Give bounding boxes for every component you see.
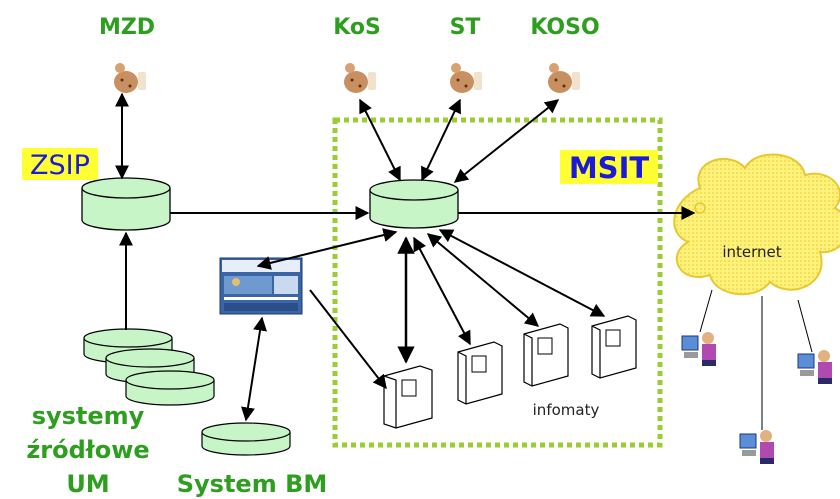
internet-label: internet bbox=[722, 243, 781, 261]
arrow-msit-kiosk2 bbox=[413, 236, 471, 346]
arrow-msit-kiosk4 bbox=[438, 229, 606, 317]
internet-cloud-icon bbox=[673, 153, 840, 296]
kos-label: KoS bbox=[333, 15, 381, 40]
mzd-label: MZD bbox=[99, 15, 155, 40]
systemy-label-line3: UM bbox=[66, 470, 109, 498]
kiosk-4-icon bbox=[591, 315, 637, 379]
koso-label: KOSO bbox=[530, 15, 599, 40]
arrow-portal-systembm bbox=[241, 316, 267, 422]
arrow-koso-msit bbox=[453, 99, 560, 183]
systemy-label-line2: źródłowe bbox=[26, 436, 149, 464]
link-cloud-user1 bbox=[699, 289, 713, 333]
arrow-msit-kiosk3 bbox=[426, 233, 540, 327]
system-bm-label: System BM bbox=[177, 470, 328, 498]
user-mzd-icon bbox=[114, 63, 146, 93]
zsip-label: ZSIP bbox=[30, 150, 90, 181]
link-cloud-user2 bbox=[797, 299, 813, 353]
kiosk-1-icon bbox=[383, 365, 433, 429]
arrow-st-msit bbox=[421, 98, 461, 182]
kiosk-3-icon bbox=[523, 323, 569, 387]
infomaty-label: infomaty bbox=[533, 401, 600, 419]
internet-user-1-icon bbox=[681, 332, 716, 366]
kiosk-2-icon bbox=[457, 341, 503, 405]
web-portal-thumbnail-icon bbox=[219, 257, 303, 315]
zsip-database-icon bbox=[81, 177, 171, 231]
internet-user-3-icon bbox=[739, 430, 774, 464]
source-systems-database-icon bbox=[83, 328, 215, 406]
zsip-label-bg bbox=[22, 148, 98, 180]
msit-label-bg bbox=[560, 150, 658, 184]
msit-database-icon bbox=[369, 179, 459, 229]
arrow-kos-msit bbox=[359, 98, 401, 182]
systemy-label-line1: systemy bbox=[32, 402, 145, 430]
system-bm-database-icon bbox=[201, 422, 291, 456]
user-kos-icon bbox=[344, 63, 376, 93]
st-label: ST bbox=[450, 15, 481, 40]
arrow-portal-kiosk1 bbox=[309, 289, 387, 390]
user-st-icon bbox=[450, 63, 482, 93]
internet-user-2-icon bbox=[797, 350, 832, 384]
user-koso-icon bbox=[548, 63, 580, 93]
msit-label: MSIT bbox=[569, 151, 650, 185]
arrow-msit-portal bbox=[256, 228, 398, 270]
